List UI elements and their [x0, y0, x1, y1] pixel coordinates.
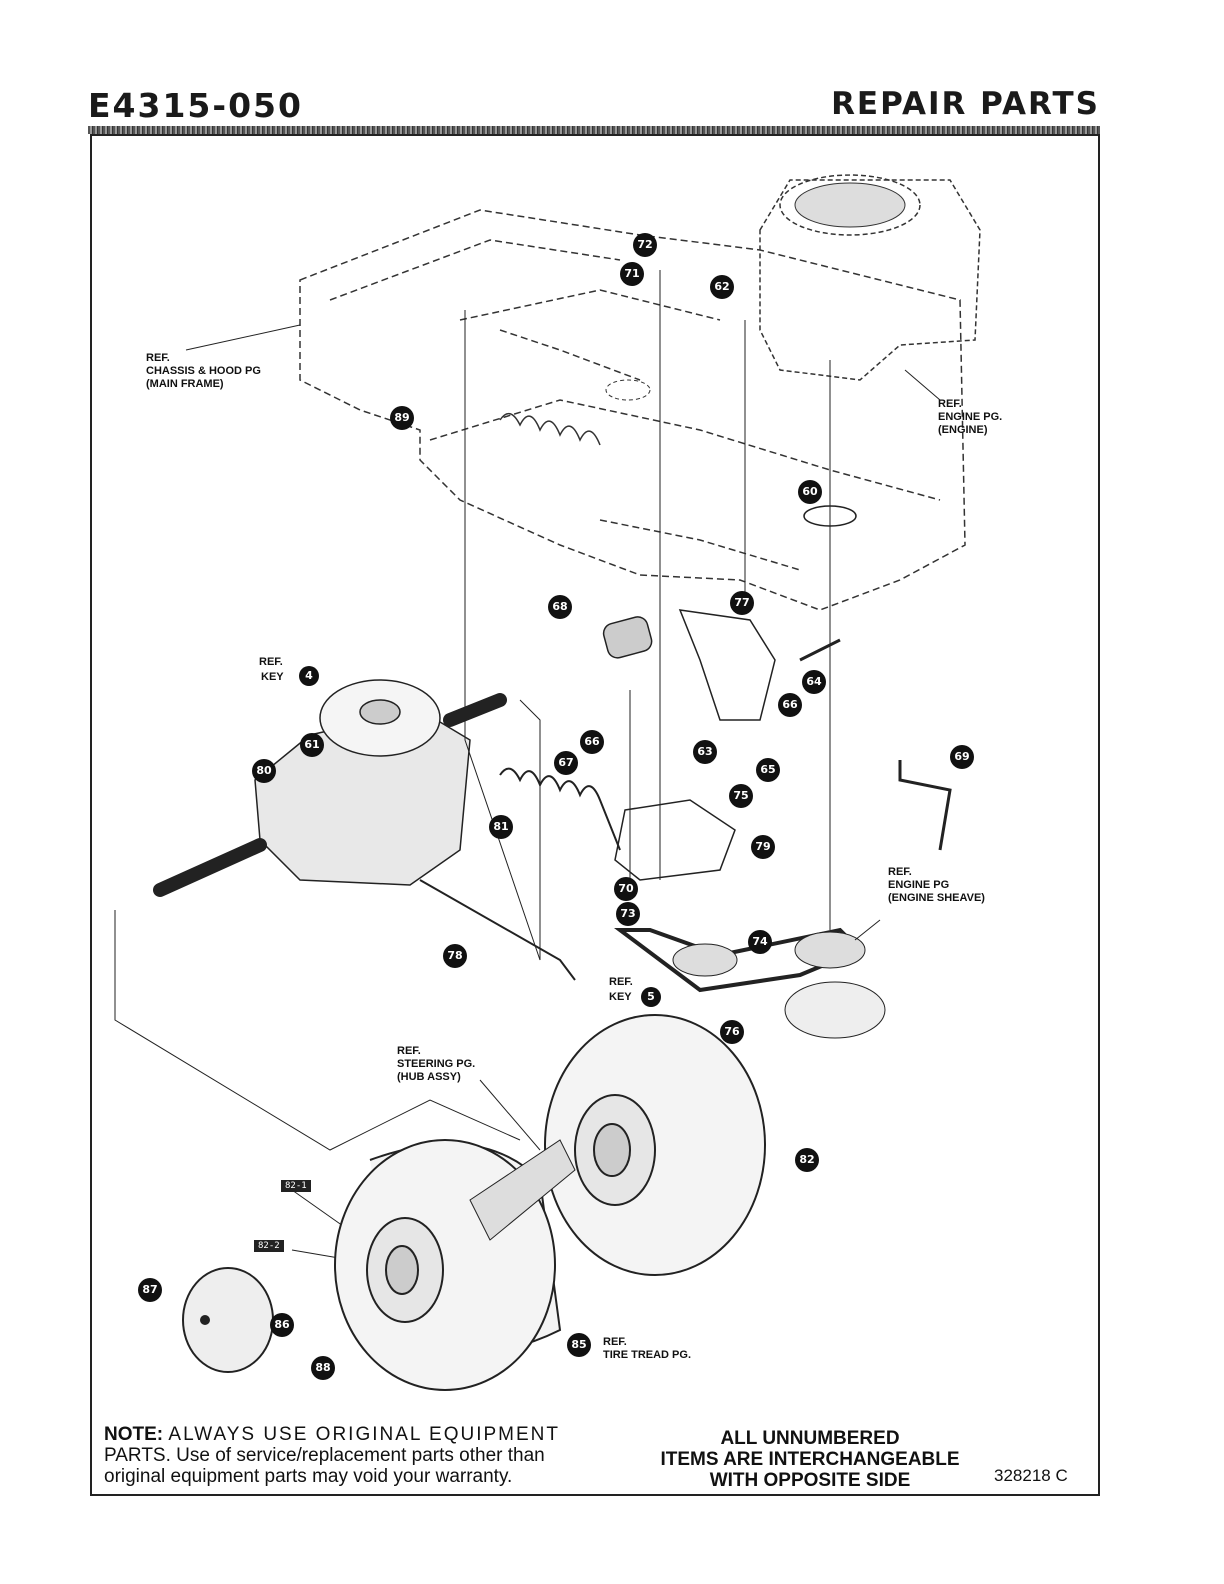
part-callout-64: 64 [806, 675, 822, 688]
right-rear-wheel [544, 1014, 766, 1276]
sub-tag-82-2: 82-2 [254, 1240, 284, 1252]
hub-assembly [469, 1139, 576, 1241]
engine-fan-grille [794, 182, 906, 228]
spring-81 [499, 767, 621, 851]
bolt-64 [799, 638, 841, 662]
engine-sheave-lower [784, 981, 886, 1039]
part-callout-71: 71 [624, 267, 640, 280]
diagram-frame [90, 134, 1100, 1496]
rod-61 [898, 760, 952, 851]
idler-pulley-74 [672, 943, 738, 977]
part-callout-5: 5 [647, 990, 655, 1003]
ref-key-bottom-ref: REF. [609, 976, 633, 988]
note-label: NOTE: [104, 1424, 164, 1445]
part-callout-72: 72 [637, 238, 653, 251]
ref-engine-sheave-label: REF. ENGINE PG (ENGINE SHEAVE) [888, 866, 985, 904]
part-callout-87: 87 [142, 1283, 158, 1296]
rod-78 [419, 879, 576, 981]
engine-outline [759, 174, 981, 381]
part-callout-86: 86 [274, 1318, 290, 1331]
header-rule [88, 126, 1100, 134]
part-callout-60: 60 [802, 485, 818, 498]
warranty-note: NOTE: ALWAYS USE ORIGINAL EQUIPMENT PART… [104, 1424, 584, 1487]
part-callout-4: 4 [305, 669, 313, 682]
callout-circles [138, 233, 974, 1380]
part-callout-73: 73 [620, 907, 636, 920]
engine-sheave [794, 931, 866, 969]
interchange-notice: ALL UNNUMBERED ITEMS ARE INTERCHANGEABLE… [620, 1428, 1000, 1491]
part-callout-79: 79 [755, 840, 771, 853]
ref-key-bottom-key: KEY [609, 991, 632, 1003]
part-callout-74: 74 [752, 935, 768, 948]
interchange-line-3: WITH OPPOSITE SIDE [709, 1470, 911, 1491]
part-callout-88: 88 [315, 1361, 331, 1374]
document-code: 328218 C [994, 1466, 1068, 1485]
part-callout-66: 66 [782, 698, 798, 711]
part-callout-85: 85 [571, 1338, 587, 1351]
part-callout-76: 76 [724, 1025, 740, 1038]
ref-engine-label: REF. ENGINE PG. (ENGINE) [938, 398, 1003, 436]
model-number: E4315-050 [88, 86, 303, 125]
ref-key-top-key: KEY [261, 671, 284, 683]
part-callout-66: 66 [584, 735, 600, 748]
ref-tire-label: REF. TIRE TREAD PG. [603, 1336, 692, 1361]
part-callout-65: 65 [760, 763, 776, 776]
section-title: REPAIR PARTS [831, 86, 1100, 122]
part-callout-62: 62 [714, 280, 730, 293]
sub-tag-82-1: 82-1 [281, 1180, 311, 1192]
interchange-line-1: ALL UNNUMBERED [720, 1428, 900, 1449]
interchange-line-2: ITEMS ARE INTERCHANGEABLE [660, 1449, 960, 1470]
note-body: PARTS. Use of service/replacement parts … [104, 1445, 545, 1487]
part-callout-80: 80 [256, 764, 272, 777]
part-callout-68: 68 [552, 600, 568, 613]
spring-upper [499, 412, 601, 446]
pedal-bracket [602, 609, 776, 881]
part-callout-78: 78 [447, 949, 463, 962]
part-callout-75: 75 [733, 789, 749, 802]
part-callout-70: 70 [618, 882, 634, 895]
part-callout-77: 77 [734, 596, 750, 609]
part-callout-81: 81 [493, 820, 509, 833]
note-lead: ALWAYS USE ORIGINAL EQUIPMENT [168, 1424, 561, 1445]
part-callout-63: 63 [697, 745, 713, 758]
part-callout-67: 67 [558, 756, 574, 769]
ref-steering-label: REF. STEERING PG. (HUB ASSY) [397, 1045, 476, 1083]
hub-cap-87 [182, 1267, 274, 1373]
part-callout-89: 89 [394, 411, 410, 424]
part-callout-69: 69 [954, 750, 970, 763]
leader-lines [114, 270, 941, 1266]
ref-key-top-ref: REF. [259, 656, 283, 668]
part-callout-61: 61 [304, 738, 320, 751]
part-callout-82: 82 [799, 1153, 815, 1166]
transaxle [153, 679, 507, 897]
ref-chassis-label: REF. CHASSIS & HOOD PG (MAIN FRAME) [146, 352, 261, 390]
